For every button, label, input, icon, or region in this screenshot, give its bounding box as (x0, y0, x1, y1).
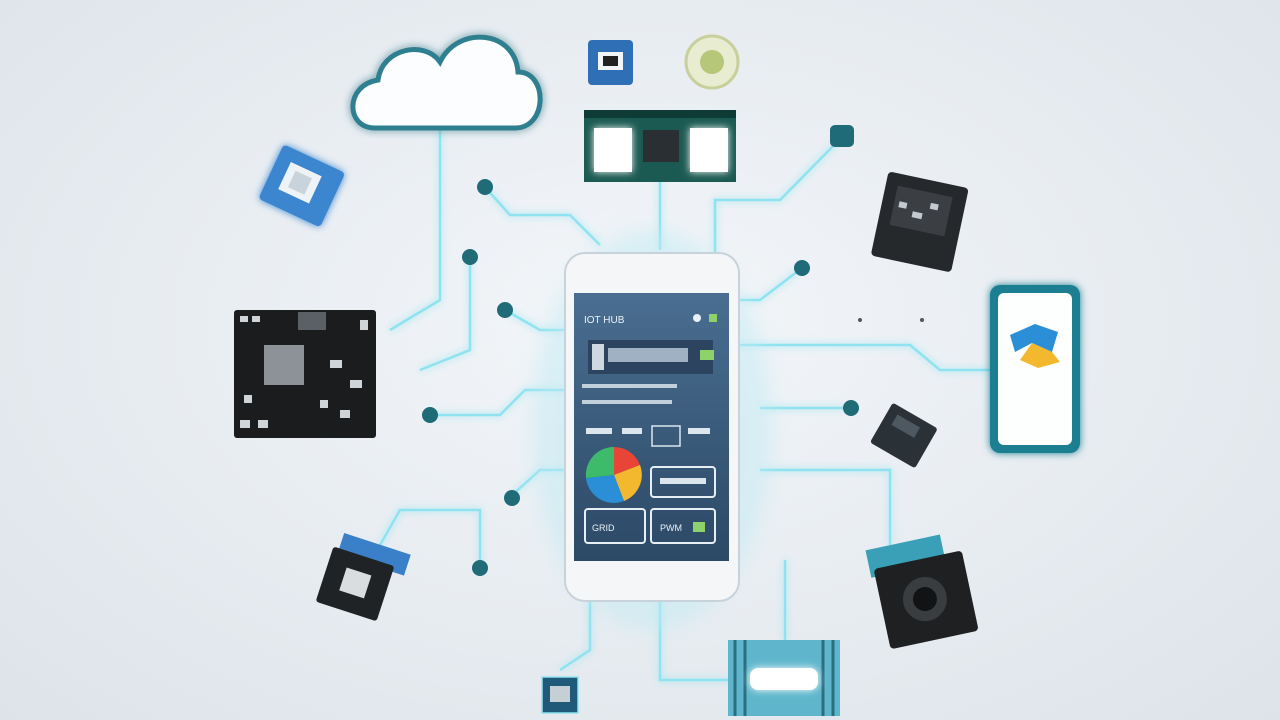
light-strip-module-icon (728, 640, 840, 716)
data-tile (584, 508, 646, 544)
circuit-node (843, 400, 859, 416)
data-tile (650, 466, 716, 498)
smartphone-icon (858, 285, 1080, 453)
circuit-node (422, 407, 438, 423)
circuit-node (477, 179, 493, 195)
motion-sensor-module-icon (316, 533, 411, 621)
circuit-node (830, 125, 854, 147)
circuit-node (504, 490, 520, 506)
circuit-node (794, 260, 810, 276)
small-chip-icon (870, 403, 937, 468)
status-icon (709, 314, 717, 322)
text-line (582, 400, 672, 404)
tile-label: GRID (592, 523, 615, 533)
circuit-board-icon (234, 310, 376, 438)
circuit-node (497, 302, 513, 318)
circuit-nodes (422, 125, 859, 576)
tab-row (586, 425, 710, 447)
blue-sensor-module-icon (259, 145, 344, 227)
circuit-node (472, 560, 488, 576)
info-icon (693, 314, 701, 322)
data-tile (650, 508, 716, 544)
circuit-node (462, 249, 478, 265)
screen-banner (588, 340, 714, 374)
app-logo-icon (1010, 324, 1060, 368)
tile-label: PWM (660, 523, 682, 533)
central-phone: IOT HUB GRID PWM (532, 230, 772, 630)
led-board-icon (584, 110, 736, 182)
black-sensor-module-icon (871, 172, 969, 272)
pie-widget (585, 446, 642, 503)
camera-module-icon (865, 534, 978, 649)
round-sensor-icon (684, 34, 740, 90)
micro-chip-icon (541, 676, 579, 714)
small-module-icon (588, 40, 633, 85)
cloud-icon (350, 34, 543, 131)
text-line (582, 384, 677, 388)
circuit-traces (378, 130, 990, 682)
phone-screen-title: IOT HUB (584, 315, 625, 326)
